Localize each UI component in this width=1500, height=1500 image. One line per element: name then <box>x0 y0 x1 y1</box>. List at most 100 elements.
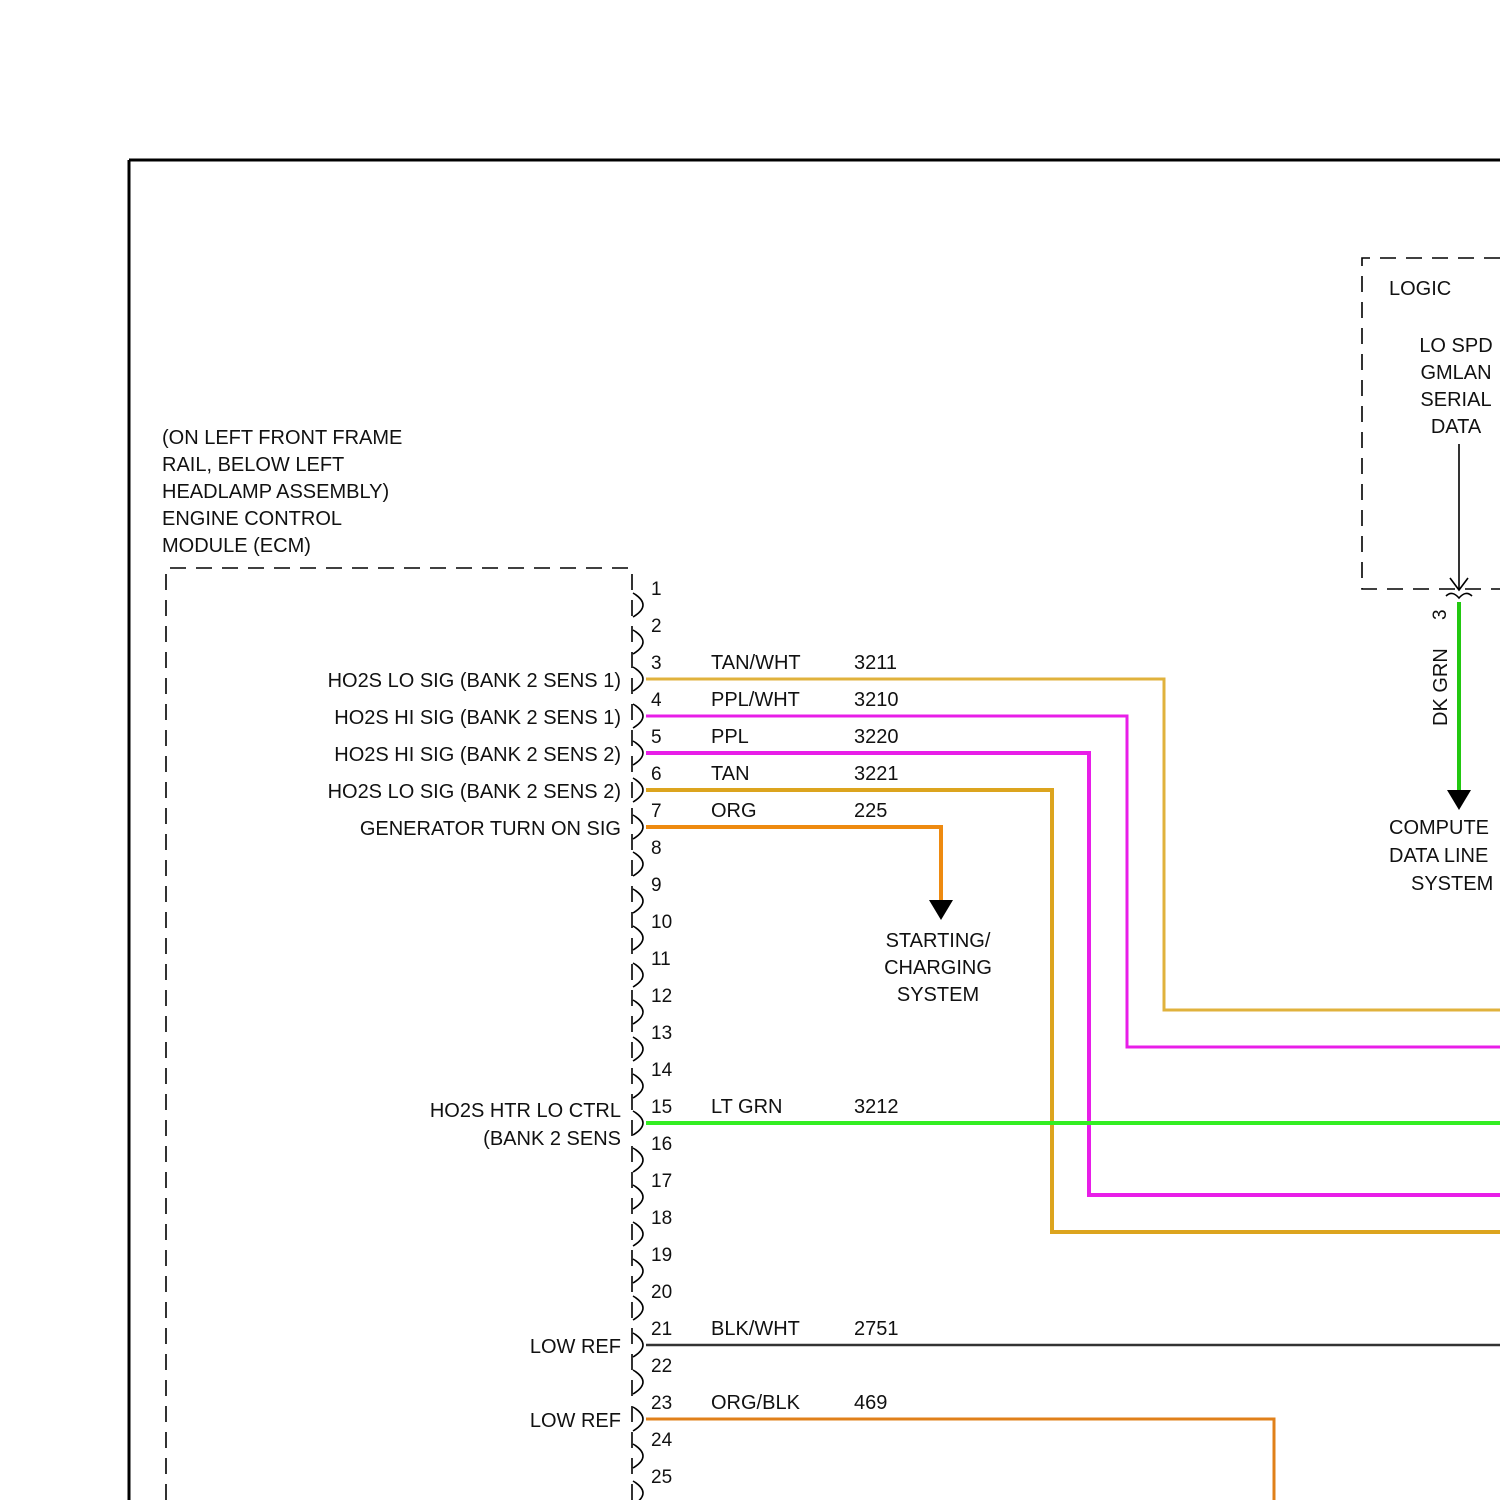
pin-number: 9 <box>651 875 662 896</box>
circuit-number-pin-23: 469 <box>854 1392 887 1414</box>
pin-connector-icon <box>633 1185 643 1209</box>
pin-number: 21 <box>651 1319 672 1340</box>
signal-label-pin-21: LOW REF <box>530 1336 621 1358</box>
ecm-location-line-4: ENGINE CONTROL <box>162 508 342 530</box>
ecm-location-text: (ON LEFT FRONT FRAME RAIL, BELOW LEFT HE… <box>162 427 402 557</box>
pin-number: 3 <box>651 653 662 674</box>
pin-connector-icon <box>633 963 643 987</box>
wire-color-pin-15: LT GRN <box>711 1096 783 1118</box>
wire-color-pin-7: ORG <box>711 800 757 822</box>
pin-connector-icon <box>633 1481 643 1500</box>
pin-connector-icon <box>633 1259 643 1283</box>
pin-number: 22 <box>651 1356 672 1377</box>
circuit-number-pin-3: 3211 <box>854 652 897 674</box>
circuit-number-pin-15: 3212 <box>854 1096 899 1118</box>
logic-wire-arrow-icon <box>1447 790 1471 810</box>
pin-connector-icon <box>633 815 643 839</box>
pin-connector-icon <box>633 1148 643 1172</box>
pin-connector-icon <box>633 630 643 654</box>
circuit-number-pin-4: 3210 <box>854 689 899 711</box>
pin-number: 19 <box>651 1245 672 1266</box>
signal-label-pin-3: HO2S LO SIG (BANK 2 SENS 1) <box>328 670 621 692</box>
ecm-location-line-3: HEADLAMP ASSEMBLY) <box>162 481 389 503</box>
pin-connector-icon <box>633 1333 643 1357</box>
wire-color-pin-6: TAN <box>711 763 750 785</box>
wire-color-pin-4: PPL/WHT <box>711 689 800 711</box>
pin-connector-icon <box>633 704 643 728</box>
ecm-location-line-5: MODULE (ECM) <box>162 535 311 557</box>
starting-charging-line-1: STARTING/ <box>886 930 991 952</box>
pin-connector-icon <box>633 1111 643 1135</box>
pin-number: 14 <box>651 1060 673 1081</box>
pin-number: 11 <box>651 949 671 970</box>
wire-pin-23 <box>646 1419 1274 1500</box>
circuit-number-pin-7: 225 <box>854 800 887 822</box>
pin-connector-icon <box>633 889 643 913</box>
ecm-signal-labels: HO2S LO SIG (BANK 2 SENS 1) HO2S HI SIG (… <box>328 670 621 1432</box>
pin-connector-icon <box>633 593 643 617</box>
starting-charging-line-3: SYSTEM <box>897 984 979 1006</box>
signal-label-pin-4: HO2S HI SIG (BANK 2 SENS 1) <box>334 707 621 729</box>
pin-number: 10 <box>651 912 672 933</box>
pin-number: 16 <box>651 1134 672 1155</box>
circuit-number-pin-6: 3221 <box>854 763 899 785</box>
pin-number: 18 <box>651 1208 672 1229</box>
pin-number: 8 <box>651 838 662 859</box>
pin-connector-icon <box>633 1296 643 1320</box>
diagram-frame <box>129 160 1500 1500</box>
pin-number: 23 <box>651 1393 672 1414</box>
pin-connector-icon <box>633 667 643 691</box>
wire-color-pin-21: BLK/WHT <box>711 1318 800 1340</box>
pin-connector-icon <box>633 1407 643 1431</box>
signal-label-pin-5: HO2S HI SIG (BANK 2 SENS 2) <box>334 744 621 766</box>
pin-number: 17 <box>651 1171 672 1192</box>
logic-line-2: GMLAN <box>1420 362 1491 384</box>
signal-label-pin-7: GENERATOR TURN ON SIG <box>360 818 621 840</box>
pin-number: 6 <box>651 764 662 785</box>
pin-number: 1 <box>651 579 662 600</box>
pin-connector-icon <box>633 852 643 876</box>
pin-number: 7 <box>651 801 662 822</box>
pin-number: 4 <box>651 690 662 711</box>
signal-label-pin-15: HO2S HTR LO CTRL <box>430 1100 621 1122</box>
pin-number: 15 <box>651 1097 672 1118</box>
pin-connector-icon <box>633 1222 643 1246</box>
pin-connector-icon <box>633 741 643 765</box>
wire-pin-3 <box>646 679 1500 1010</box>
logic-wire-color: DK GRN <box>1430 648 1452 726</box>
logic-title: LOGIC <box>1389 278 1451 300</box>
starting-charging-line-2: CHARGING <box>884 957 992 979</box>
pin-connector-icon <box>633 1000 643 1024</box>
logic-pin-number: 3 <box>1430 609 1451 620</box>
wire-pin-4 <box>646 716 1500 1047</box>
signal-label-pin-15-line-2: (BANK 2 SENS <box>483 1128 621 1150</box>
circuit-number-pin-5: 3220 <box>854 726 899 748</box>
pin-connector-icon <box>633 1444 643 1468</box>
pin-number: 25 <box>651 1467 672 1488</box>
starting-charging-arrow-icon <box>929 900 953 920</box>
pin-connector-icon <box>633 778 643 802</box>
pin-number: 12 <box>651 986 672 1007</box>
wire-color-pin-5: PPL <box>711 726 749 748</box>
wire-pin-7 <box>646 827 941 900</box>
signal-label-pin-23: LOW REF <box>530 1410 621 1432</box>
pin-number: 2 <box>651 616 662 637</box>
pin-connector-icon <box>633 1074 643 1098</box>
logic-connector-pin-icon <box>1446 593 1472 598</box>
pin-connector-icon <box>633 926 643 950</box>
pin-connector-icon <box>633 1370 643 1394</box>
logic-dest-line-1: COMPUTE <box>1389 817 1489 839</box>
signal-label-pin-6: HO2S LO SIG (BANK 2 SENS 2) <box>328 781 621 803</box>
pin-number: 24 <box>651 1430 673 1451</box>
pin-number: 20 <box>651 1282 672 1303</box>
ecm-location-line-2: RAIL, BELOW LEFT <box>162 454 344 476</box>
starting-charging-callout: STARTING/ CHARGING SYSTEM <box>884 900 992 1006</box>
pin-connector-icon <box>633 1037 643 1061</box>
logic-dest-line-3: SYSTEM <box>1411 873 1493 895</box>
wire-color-pin-3: TAN/WHT <box>711 652 801 674</box>
ecm-wires <box>646 679 1500 1500</box>
wire-pin-5 <box>646 753 1500 1195</box>
pin-number: 13 <box>651 1023 672 1044</box>
